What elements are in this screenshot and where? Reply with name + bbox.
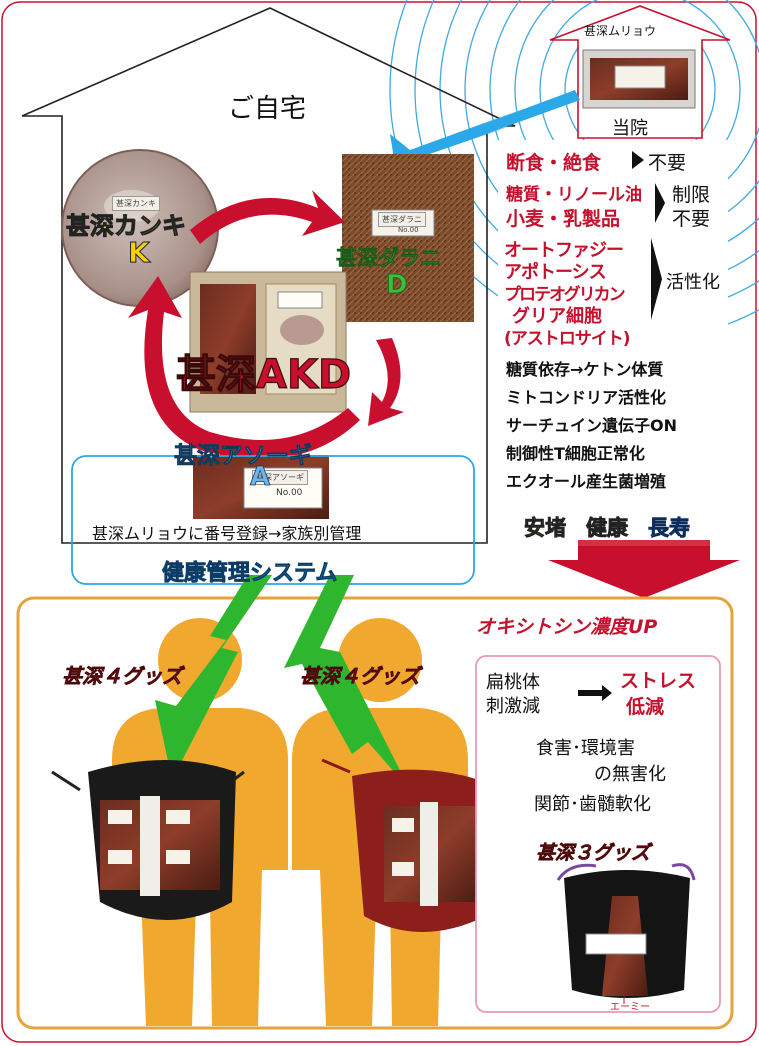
harm-line-1: 食害･環境害 bbox=[536, 738, 635, 759]
darani-photo bbox=[342, 154, 474, 322]
asogi-tag-number: No.00 bbox=[276, 488, 303, 498]
restriction-result-1: 制限 bbox=[672, 184, 711, 206]
activation-line-1: オートファジー bbox=[504, 240, 624, 261]
kanki-letter: K bbox=[128, 236, 151, 270]
activation-result: 活性化 bbox=[666, 272, 720, 293]
effect-4: 制御性T細胞正常化 bbox=[506, 444, 645, 463]
stress-arrow bbox=[578, 685, 612, 701]
outcome-word-1: 安堵 bbox=[524, 516, 567, 541]
joint-line: 関節･歯髄軟化 bbox=[534, 794, 651, 815]
stress-left-2: 刺激減 bbox=[486, 696, 540, 717]
stress-left-1: 扁桃体 bbox=[486, 672, 540, 693]
restriction-result-2: 不要 bbox=[672, 208, 711, 230]
oxytocin-label: オキシトシン濃度UP bbox=[476, 616, 658, 638]
home-title: ご自宅 bbox=[228, 94, 307, 124]
activation-line-2: アポトーシス bbox=[504, 262, 607, 283]
asogi-letter: A bbox=[250, 462, 271, 493]
outcome-word-2: 健康 bbox=[586, 516, 629, 541]
clinic-name: 当院 bbox=[612, 118, 648, 139]
pouch-three-goods bbox=[556, 863, 696, 1004]
health-system-label: 健康管理システム bbox=[162, 561, 338, 587]
kanki-label: 甚深カンキ bbox=[66, 212, 187, 241]
effect-1: 糖質依存→ケトン体質 bbox=[506, 360, 664, 379]
stress-right-2: 低減 bbox=[626, 696, 665, 718]
emmy-label: エーミー bbox=[610, 1002, 650, 1013]
outcome-word-3: 長寿 bbox=[648, 516, 691, 541]
fasting-result: 不要 bbox=[648, 152, 687, 174]
outcome-down-arrow bbox=[548, 540, 740, 598]
darani-tag: 甚深ダラニ bbox=[378, 212, 426, 227]
darani-label: 甚深ダラニ bbox=[336, 246, 442, 271]
green-arrow-right bbox=[284, 575, 410, 790]
health-system-box bbox=[71, 455, 475, 585]
clinic-device-label: 甚深ムリョウ bbox=[584, 24, 657, 38]
effect-5: エクオール産生菌増殖 bbox=[506, 472, 667, 491]
red-cycle-arrows bbox=[128, 190, 404, 460]
green-arrow-left bbox=[155, 575, 272, 780]
activation-line-3: プロテオグリカン bbox=[504, 285, 626, 305]
blue-lightning-arrow bbox=[390, 90, 580, 168]
restriction-line2: 小麦・乳製品 bbox=[506, 208, 621, 230]
effect-2: ミトコンドリア活性化 bbox=[506, 388, 667, 407]
activation-line-4: グリア細胞 bbox=[512, 306, 602, 327]
pouch-right bbox=[321, 758, 509, 932]
fasting-text: 断食・絶食 bbox=[506, 152, 602, 174]
goods4-left-label: 甚深４グッズ bbox=[62, 664, 183, 689]
effect-3: サーチュイン遺伝子ON bbox=[506, 416, 677, 435]
kanki-tag: 甚深カンキ bbox=[112, 196, 160, 211]
restriction-line1: 糖質・リノール油 bbox=[506, 185, 642, 205]
darani-letter: D bbox=[386, 270, 408, 301]
family-frame bbox=[16, 596, 734, 1030]
akd-label: 甚深AKD bbox=[175, 351, 352, 398]
pouch-left bbox=[51, 760, 245, 920]
asogi-tag: 甚深アソーギ bbox=[252, 470, 308, 485]
harm-line-2: の無害化 bbox=[594, 764, 666, 785]
darani-tag-number: No.00 bbox=[398, 226, 419, 234]
registration-text: 甚深ムリョウに番号登録→家族別管理 bbox=[92, 524, 362, 543]
goods4-right-label: 甚深４グッズ bbox=[300, 664, 421, 689]
activation-line-5: (アストロサイト) bbox=[504, 329, 631, 349]
stress-right-1: ストレス bbox=[620, 670, 697, 692]
asogi-label: 甚深アソーギ bbox=[174, 443, 313, 470]
goods3-label: 甚深３グッズ bbox=[536, 842, 651, 865]
